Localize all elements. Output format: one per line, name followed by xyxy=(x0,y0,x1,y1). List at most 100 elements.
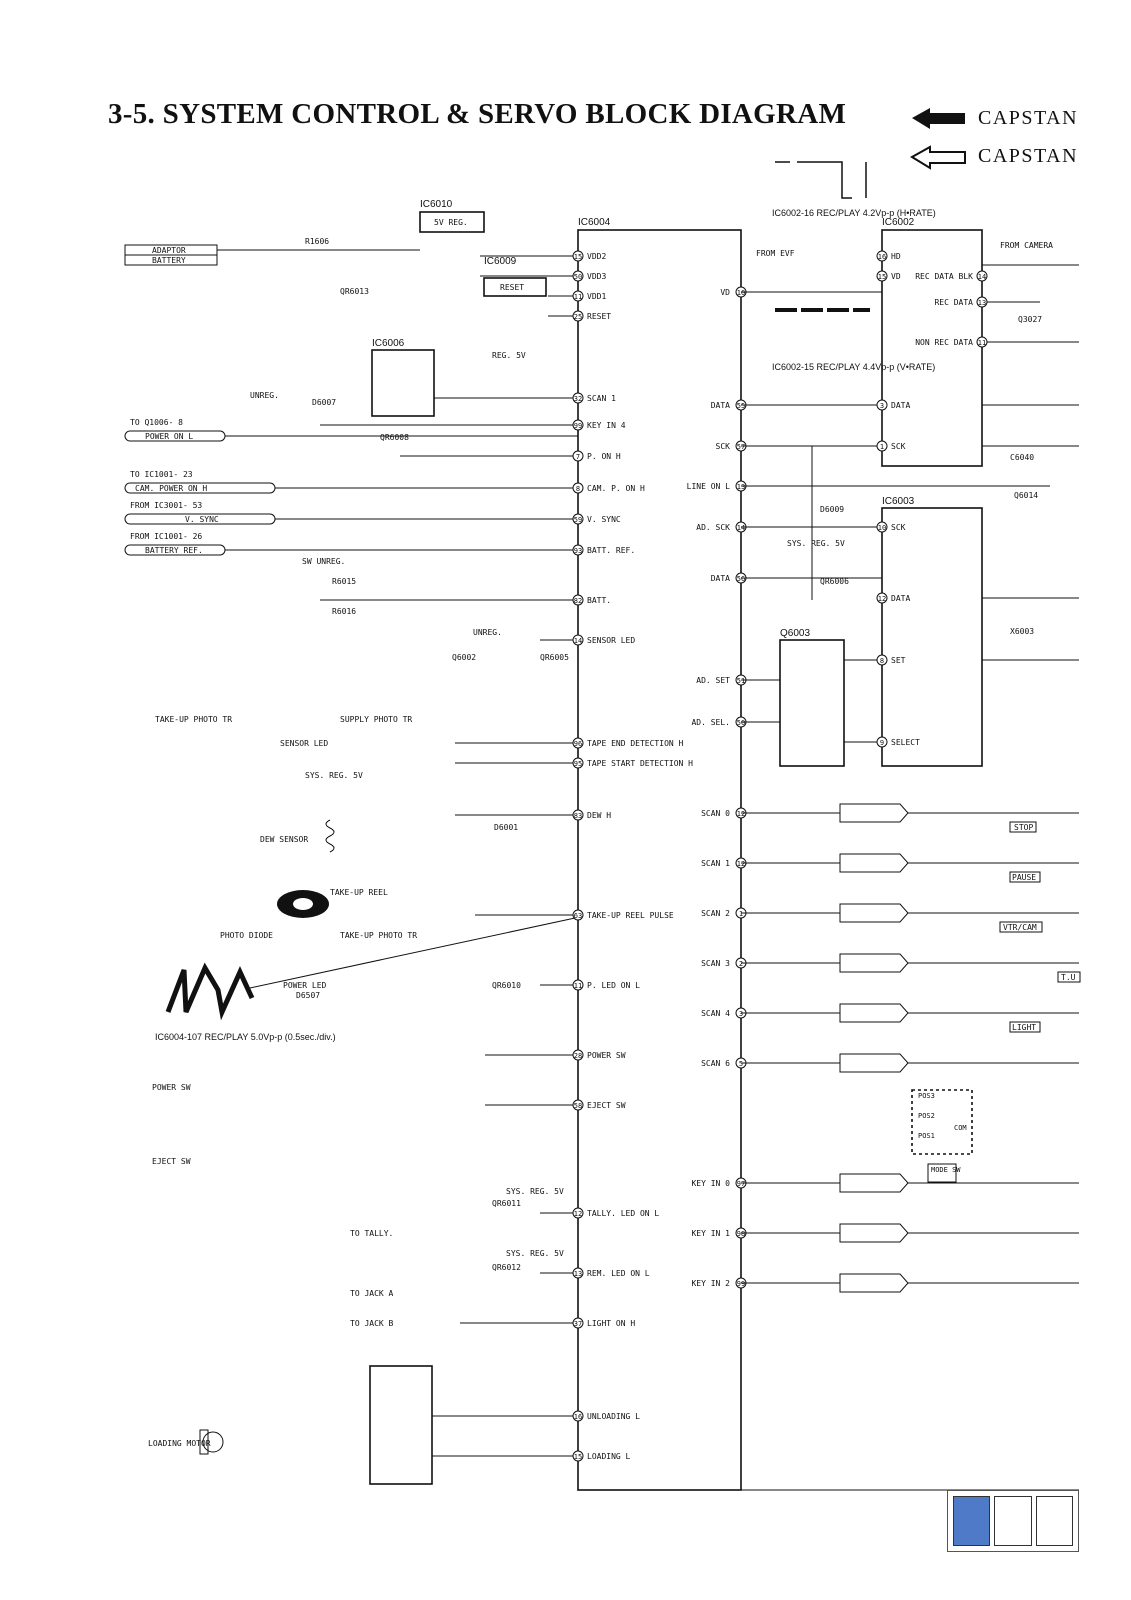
ic6004-right-pin-10-label: SCAN 2 xyxy=(701,909,730,918)
page-thumb-2[interactable] xyxy=(994,1496,1032,1546)
input-sig-2: V. SYNC xyxy=(185,515,219,524)
r1606-label: R1606 xyxy=(305,237,329,246)
ic6004-left-pin-2-number: 11 xyxy=(574,293,582,301)
ic6003-pin-1-number: 12 xyxy=(878,595,886,603)
ic6004-left-pin-23-label: LOADING L xyxy=(587,1452,631,1461)
input-ref-2: FROM IC3001- 53 xyxy=(130,501,202,510)
ic6004-left-pin-10-label: BATT. xyxy=(587,596,611,605)
d6507-label: D6507 xyxy=(296,991,320,1000)
ic6002-pin-2-number: 3 xyxy=(880,402,884,410)
tu-switch-label: T.U xyxy=(1061,973,1076,982)
dew-sensor-icon xyxy=(325,819,335,853)
page-thumb-1[interactable] xyxy=(953,1496,991,1546)
ic6002-pin-5-label: REC DATA xyxy=(934,298,973,307)
unreg-label: UNREG. xyxy=(250,391,279,400)
ic6010-label: IC6010 xyxy=(420,199,453,210)
ic6004-left-pin-6: 7 P. ON H xyxy=(572,450,621,462)
q6002-label: Q6002 xyxy=(452,653,476,662)
ic6004-left-pin-3-number: 25 xyxy=(574,313,582,321)
ic6004-left-pin-10-number: 82 xyxy=(574,597,582,605)
ic6009-box xyxy=(483,277,547,297)
loading-motor-label: LOADING MOTOR xyxy=(148,1439,211,1448)
ic6004-left-pin-1-number: 50 xyxy=(574,273,582,281)
ic6004-right-pin-16-label: KEY IN 2 xyxy=(691,1279,730,1288)
pulse-waveform xyxy=(165,962,255,1021)
power-led-label: POWER LED xyxy=(283,981,327,990)
ic6004-left-pin-6-number: 7 xyxy=(576,453,580,461)
legend-capstan-hollow: CAPSTAN xyxy=(978,145,1079,167)
q6003-box xyxy=(779,639,845,767)
ic6004-left-pin-22: 16 UNLOADING L xyxy=(572,1410,640,1422)
ic6010-function: 5V REG. xyxy=(434,218,468,227)
eject-sw-label: EJECT SW xyxy=(152,1157,191,1166)
ic6004-left-pin-16-label: P. LED ON L xyxy=(587,981,640,990)
ic6004-right-pin-5-label: DATA xyxy=(711,574,730,583)
ic6002-box xyxy=(881,229,983,467)
ic6004-left-pin-20-number: 13 xyxy=(574,1270,582,1278)
ic6009-function: RESET xyxy=(500,283,524,292)
ic6004-left-pin-23-number: 15 xyxy=(574,1453,582,1461)
ic6004-right-pin-1-label: DATA xyxy=(711,401,730,410)
ic6004-right-pin-14-label: KEY IN 0 xyxy=(691,1179,730,1188)
ic6004-right-pin-3-label: LINE ON L xyxy=(687,482,731,491)
ic6004-left-pin-4-label: SCAN 1 xyxy=(587,394,616,403)
ic6004-left-pin-12-number: 96 xyxy=(574,740,582,748)
ic6004-left-pin-17-number: 28 xyxy=(574,1052,582,1060)
pos3-label: POS3 xyxy=(918,1092,935,1100)
supply-tr-label: SUPPLY PHOTO TR xyxy=(340,715,412,724)
qr6006-label: QR6006 xyxy=(820,577,849,586)
input-sig-3: BATTERY REF. xyxy=(145,546,203,555)
ic6004-right-pin-5-number: 56 xyxy=(737,575,745,583)
ic6004-left-pin-22-label: UNLOADING L xyxy=(587,1412,640,1421)
legend-capstan-filled: CAPSTAN xyxy=(978,107,1079,129)
q3027-label: Q3027 xyxy=(1018,315,1042,324)
ic6004-left-pin-20-label: REM. LED ON L xyxy=(587,1269,650,1278)
ic6004-right-pin-8: 12 SCAN 0 xyxy=(701,807,747,819)
ic6004-left-pin-10: 82 BATT. xyxy=(572,594,611,606)
input-ref-0: TO Q1006- 8 xyxy=(130,418,183,427)
ic6004-left-pin-22-number: 16 xyxy=(574,1413,582,1421)
page-thumb-3[interactable] xyxy=(1035,1496,1073,1546)
ic6002-pin-6-number: 11 xyxy=(978,339,986,347)
ic6004-right-pin-8-label: SCAN 0 xyxy=(701,809,730,818)
input-sig-0: POWER ON L xyxy=(145,432,193,441)
ic6004-right-pin-8-number: 12 xyxy=(737,810,745,818)
unreg2-label: UNREG. xyxy=(473,628,502,637)
capstan-filled-arrow-icon xyxy=(912,108,965,129)
dotted-mode-sw xyxy=(911,1089,973,1155)
ic6004-left-pin-4-number: 32 xyxy=(574,395,582,403)
to-tally-label: TO TALLY. xyxy=(350,1229,393,1238)
ic6004-right-pin-13-label: SCAN 6 xyxy=(701,1059,730,1068)
ic6003-label: IC6003 xyxy=(882,496,915,507)
ic6004-left-pin-23: 15 LOADING L xyxy=(572,1450,631,1462)
sys-reg-label-2: SYS. REG. 5V xyxy=(787,539,845,548)
ic6004-left-pin-6-label: P. ON H xyxy=(587,452,621,461)
ic6004-left-pin-0-number: 15 xyxy=(574,253,582,261)
ic6004-left-pin-21-number: 37 xyxy=(574,1320,582,1328)
ic6004-left-pin-15-label: TAKE-UP REEL PULSE xyxy=(587,911,674,920)
ic6002-pin-4-number: 14 xyxy=(978,273,986,281)
ic6002-pin-3-number: 1 xyxy=(880,443,884,451)
ic6004-right-pin-7-label: AD. SEL. xyxy=(691,718,730,727)
ic6004-left-pin-5-number: 99 xyxy=(574,422,582,430)
ic6004-left-pin-11-label: SENSOR LED xyxy=(587,636,635,645)
ic6004-right-pin-10-number: 1 xyxy=(739,910,743,918)
ic6004-left-pin-0-label: VDD2 xyxy=(587,252,606,261)
